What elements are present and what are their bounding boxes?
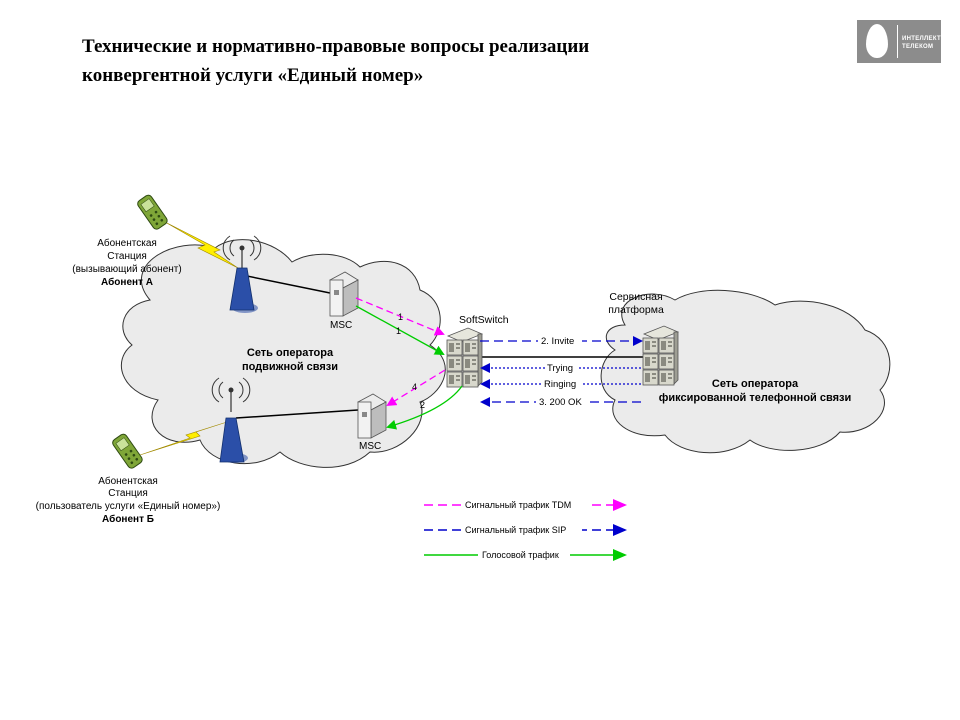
service-platform-label-1: Сервисная	[609, 291, 662, 303]
phone-b-icon	[112, 433, 143, 469]
subscriber-b-line-3: (пользователь услуги «Единый номер»)	[36, 501, 221, 512]
phone-a-icon	[137, 194, 168, 230]
page-title: Технические и нормативно-правовые вопрос…	[82, 32, 782, 90]
service-platform-label-2: платформа	[608, 304, 664, 316]
fixed-network-label-2: фиксированной телефонной связи	[659, 392, 852, 404]
company-logo: ИНТЕЛЛЕКТ ТЕЛЕКОМ	[857, 20, 941, 63]
legend-voice-bg	[478, 548, 570, 561]
link-tower-a-msc	[241, 274, 331, 294]
legend-sip-bg	[462, 523, 582, 536]
logo-divider	[897, 25, 898, 58]
subscriber-a-line-4: Абонент А	[101, 276, 153, 288]
subscriber-a-line-3: (вызывающий абонент)	[72, 263, 181, 275]
ringing-label-bg	[542, 377, 582, 390]
tdm-arrow-1	[355, 297, 445, 336]
ok-label-bg	[536, 395, 590, 408]
service-platform-icon	[642, 325, 680, 386]
subscriber-b-line-4: Абонент Б	[102, 513, 154, 525]
legend-voice-label: Голосовой трафик	[482, 550, 559, 560]
voice-step-2-label: 2	[420, 400, 425, 410]
softswitch-label: SoftSwitch	[459, 314, 509, 326]
msc-bottom-icon	[357, 393, 387, 439]
ok-label: 3. 200 OK	[539, 397, 582, 408]
trying-label-bg	[545, 361, 577, 374]
tower-b-icon	[211, 377, 251, 463]
tower-a-icon	[222, 235, 262, 313]
tdm-step-4-label: 4	[412, 382, 417, 392]
voice-arrow-1	[355, 305, 445, 355]
logo-text-line-2: ТЕЛЕКОМ	[902, 44, 934, 50]
subscriber-b-line-1: Абонентская	[98, 475, 158, 487]
tdm-arrow-4	[386, 369, 446, 407]
title-line-2: конвергентной услуги «Единый номер»	[82, 65, 424, 86]
mobile-network-label-2: подвижной связи	[242, 361, 338, 373]
logo-text-line-1: ИНТЕЛЛЕКТ	[902, 36, 941, 42]
legend-tdm-bg	[462, 498, 587, 511]
fixed-network-label-1: Сеть оператора	[712, 378, 799, 390]
legend-tdm-label: Сигнальный трафик TDM	[465, 500, 571, 510]
tdm-step-1-label: 1	[398, 312, 403, 322]
msc-top-icon	[329, 271, 359, 317]
subscriber-a-line-1: Абонентская	[97, 237, 157, 249]
title-line-1: Технические и нормативно-правовые вопрос…	[82, 36, 590, 57]
invite-label: 2. Invite	[541, 336, 574, 347]
link-tower-b-msc	[235, 409, 359, 419]
egg-logo-icon	[866, 24, 888, 58]
subscriber-b-line-2: Станция	[108, 488, 148, 499]
invite-label-bg	[538, 334, 582, 347]
mobile-network-label-1: Сеть оператора	[247, 347, 334, 359]
voice-step-1-label: 1	[396, 326, 401, 336]
voice-arrow-2	[386, 385, 463, 430]
softswitch-icon	[446, 327, 484, 388]
msc-bottom-label: MSC	[359, 441, 381, 452]
ringing-label: Ringing	[544, 379, 576, 390]
legend-sip-label: Сигнальный трафик SIP	[465, 525, 566, 535]
msc-top-label: MSC	[330, 320, 352, 331]
trying-label: Trying	[547, 363, 573, 374]
subscriber-a-line-2: Станция	[107, 251, 147, 262]
